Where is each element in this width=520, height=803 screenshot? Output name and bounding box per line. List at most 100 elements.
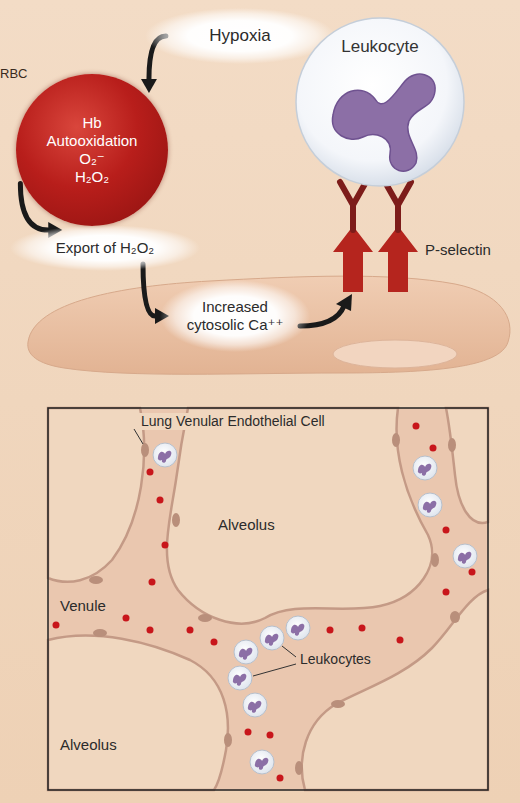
leukocyte-cell: [453, 544, 477, 568]
p-selectin-receptor: [340, 182, 366, 230]
p-selectin-receptor: [385, 182, 411, 230]
cell-body: [243, 693, 267, 717]
molecule-label: P-selectin: [425, 241, 491, 259]
cell-nucleus: [332, 74, 435, 171]
cell-membrane: [296, 18, 464, 186]
cell-body: [286, 616, 310, 640]
endothelial-bump: [392, 433, 400, 447]
cell-body: [228, 666, 252, 690]
cell-body: [153, 443, 177, 467]
red-blood-cell-dot: [123, 615, 130, 622]
panel-frame: [48, 408, 488, 790]
region-label: Venule: [60, 597, 106, 615]
endothelial-bump: [331, 700, 345, 708]
cell-nucleus: [233, 674, 247, 686]
endothelial-bump: [93, 629, 107, 637]
region-label: Alveolus: [60, 736, 117, 754]
leukocyte-cell: [243, 693, 267, 717]
leader-line: [134, 429, 143, 444]
red-blood-cell-dot: [469, 569, 476, 576]
leukocyte-cell: Leukocyte: [295, 17, 465, 187]
arrowhead: [141, 79, 157, 93]
cell-body: [260, 626, 284, 650]
cell-body: [413, 456, 437, 480]
red-blood-cell-dot: [413, 423, 420, 430]
red-blood-cell-dot: [397, 637, 404, 644]
cell-nucleus: [158, 451, 172, 463]
endothelial-bump: [450, 611, 460, 623]
leukocyte-cell: [250, 750, 274, 774]
leukocyte-cell: [153, 443, 177, 467]
cell-label: RBC: [0, 66, 27, 82]
red-blood-cell-dot: [162, 542, 169, 549]
structure-label: Lung Venular Endothelial Cell: [138, 413, 328, 430]
signal-arrowhead: [336, 294, 352, 311]
upregulation-arrow: [378, 226, 418, 292]
cell-nucleus: [418, 464, 432, 476]
endothelial-bump: [448, 438, 456, 452]
red-blood-cell-dot: [53, 622, 60, 629]
cell-nucleus: [458, 552, 472, 564]
red-blood-cell-dot: [443, 589, 450, 596]
cell-body: [453, 544, 477, 568]
endothelial-bump: [141, 443, 149, 457]
leukocyte-cell: [286, 616, 310, 640]
cell-nucleus: [423, 501, 437, 513]
endothelial-bump: [224, 733, 232, 747]
red-blood-cell-dot: [245, 729, 252, 736]
red-blood-cell-dot: [187, 627, 194, 634]
endothelial-bump: [172, 513, 180, 527]
red-blood-cell: RBCHb Autooxidation O₂⁻ H₂O₂: [16, 74, 168, 226]
reaction-text: Hb Autooxidation O₂⁻ H₂O₂: [36, 114, 148, 186]
cell-body: [250, 750, 274, 774]
process-glow: Export of H₂O₂: [10, 225, 200, 271]
cell-nucleus: [265, 634, 279, 646]
red-blood-cell-dot: [157, 497, 164, 504]
endothelial-bump: [89, 576, 103, 584]
alveolus-wall: [446, 408, 488, 523]
red-blood-cell-dot: [211, 639, 218, 646]
alveolus-wall: [302, 590, 488, 790]
endothelial-bump: [295, 761, 303, 775]
cell-body: [418, 493, 442, 517]
leukocyte-cell: [234, 640, 258, 664]
callout-label: Leukocytes: [300, 651, 371, 668]
alveolus-wall: [167, 408, 432, 623]
upregulation-arrow: [333, 226, 373, 292]
stimulus-glow: Hypoxia: [145, 8, 335, 64]
leukocyte-cell: [260, 626, 284, 650]
node-text: Hypoxia: [209, 26, 270, 46]
endothelial-bump: [198, 614, 212, 622]
cell-nucleus: [291, 624, 305, 636]
arrow-line: [143, 264, 155, 316]
leader-line: [253, 664, 296, 676]
cell-nucleus: [333, 340, 457, 368]
red-blood-cell-dot: [443, 527, 450, 534]
red-blood-cell-dot: [147, 627, 154, 634]
leukocyte-cell: [413, 456, 437, 480]
node-text: Increased cytosolic Ca⁺⁺: [176, 298, 294, 334]
cell-body: [234, 640, 258, 664]
red-blood-cell-dot: [359, 625, 366, 632]
endothelial-cell: [28, 276, 510, 374]
leukocyte-cell: [418, 493, 442, 517]
node-text: Export of H₂O₂: [56, 239, 154, 257]
region-label: Alveolus: [218, 516, 275, 534]
tissue-panel: [48, 408, 488, 790]
red-blood-cell-dot: [327, 627, 334, 634]
alveolus-wall: [48, 636, 228, 790]
leader-line: [282, 646, 296, 657]
process-glow: Increased cytosolic Ca⁺⁺: [160, 280, 310, 352]
alveolus-wall: [48, 408, 144, 582]
red-blood-cell-dot: [277, 775, 284, 782]
red-blood-cell-dot: [267, 732, 274, 739]
endothelial-bump: [431, 553, 439, 567]
cell-nucleus: [255, 758, 269, 770]
cell-nucleus: [248, 701, 262, 713]
red-blood-cell-dot: [430, 445, 437, 452]
red-blood-cell-dot: [149, 579, 156, 586]
cell-label: Leukocyte: [341, 37, 419, 57]
cell-nucleus: [239, 648, 253, 660]
